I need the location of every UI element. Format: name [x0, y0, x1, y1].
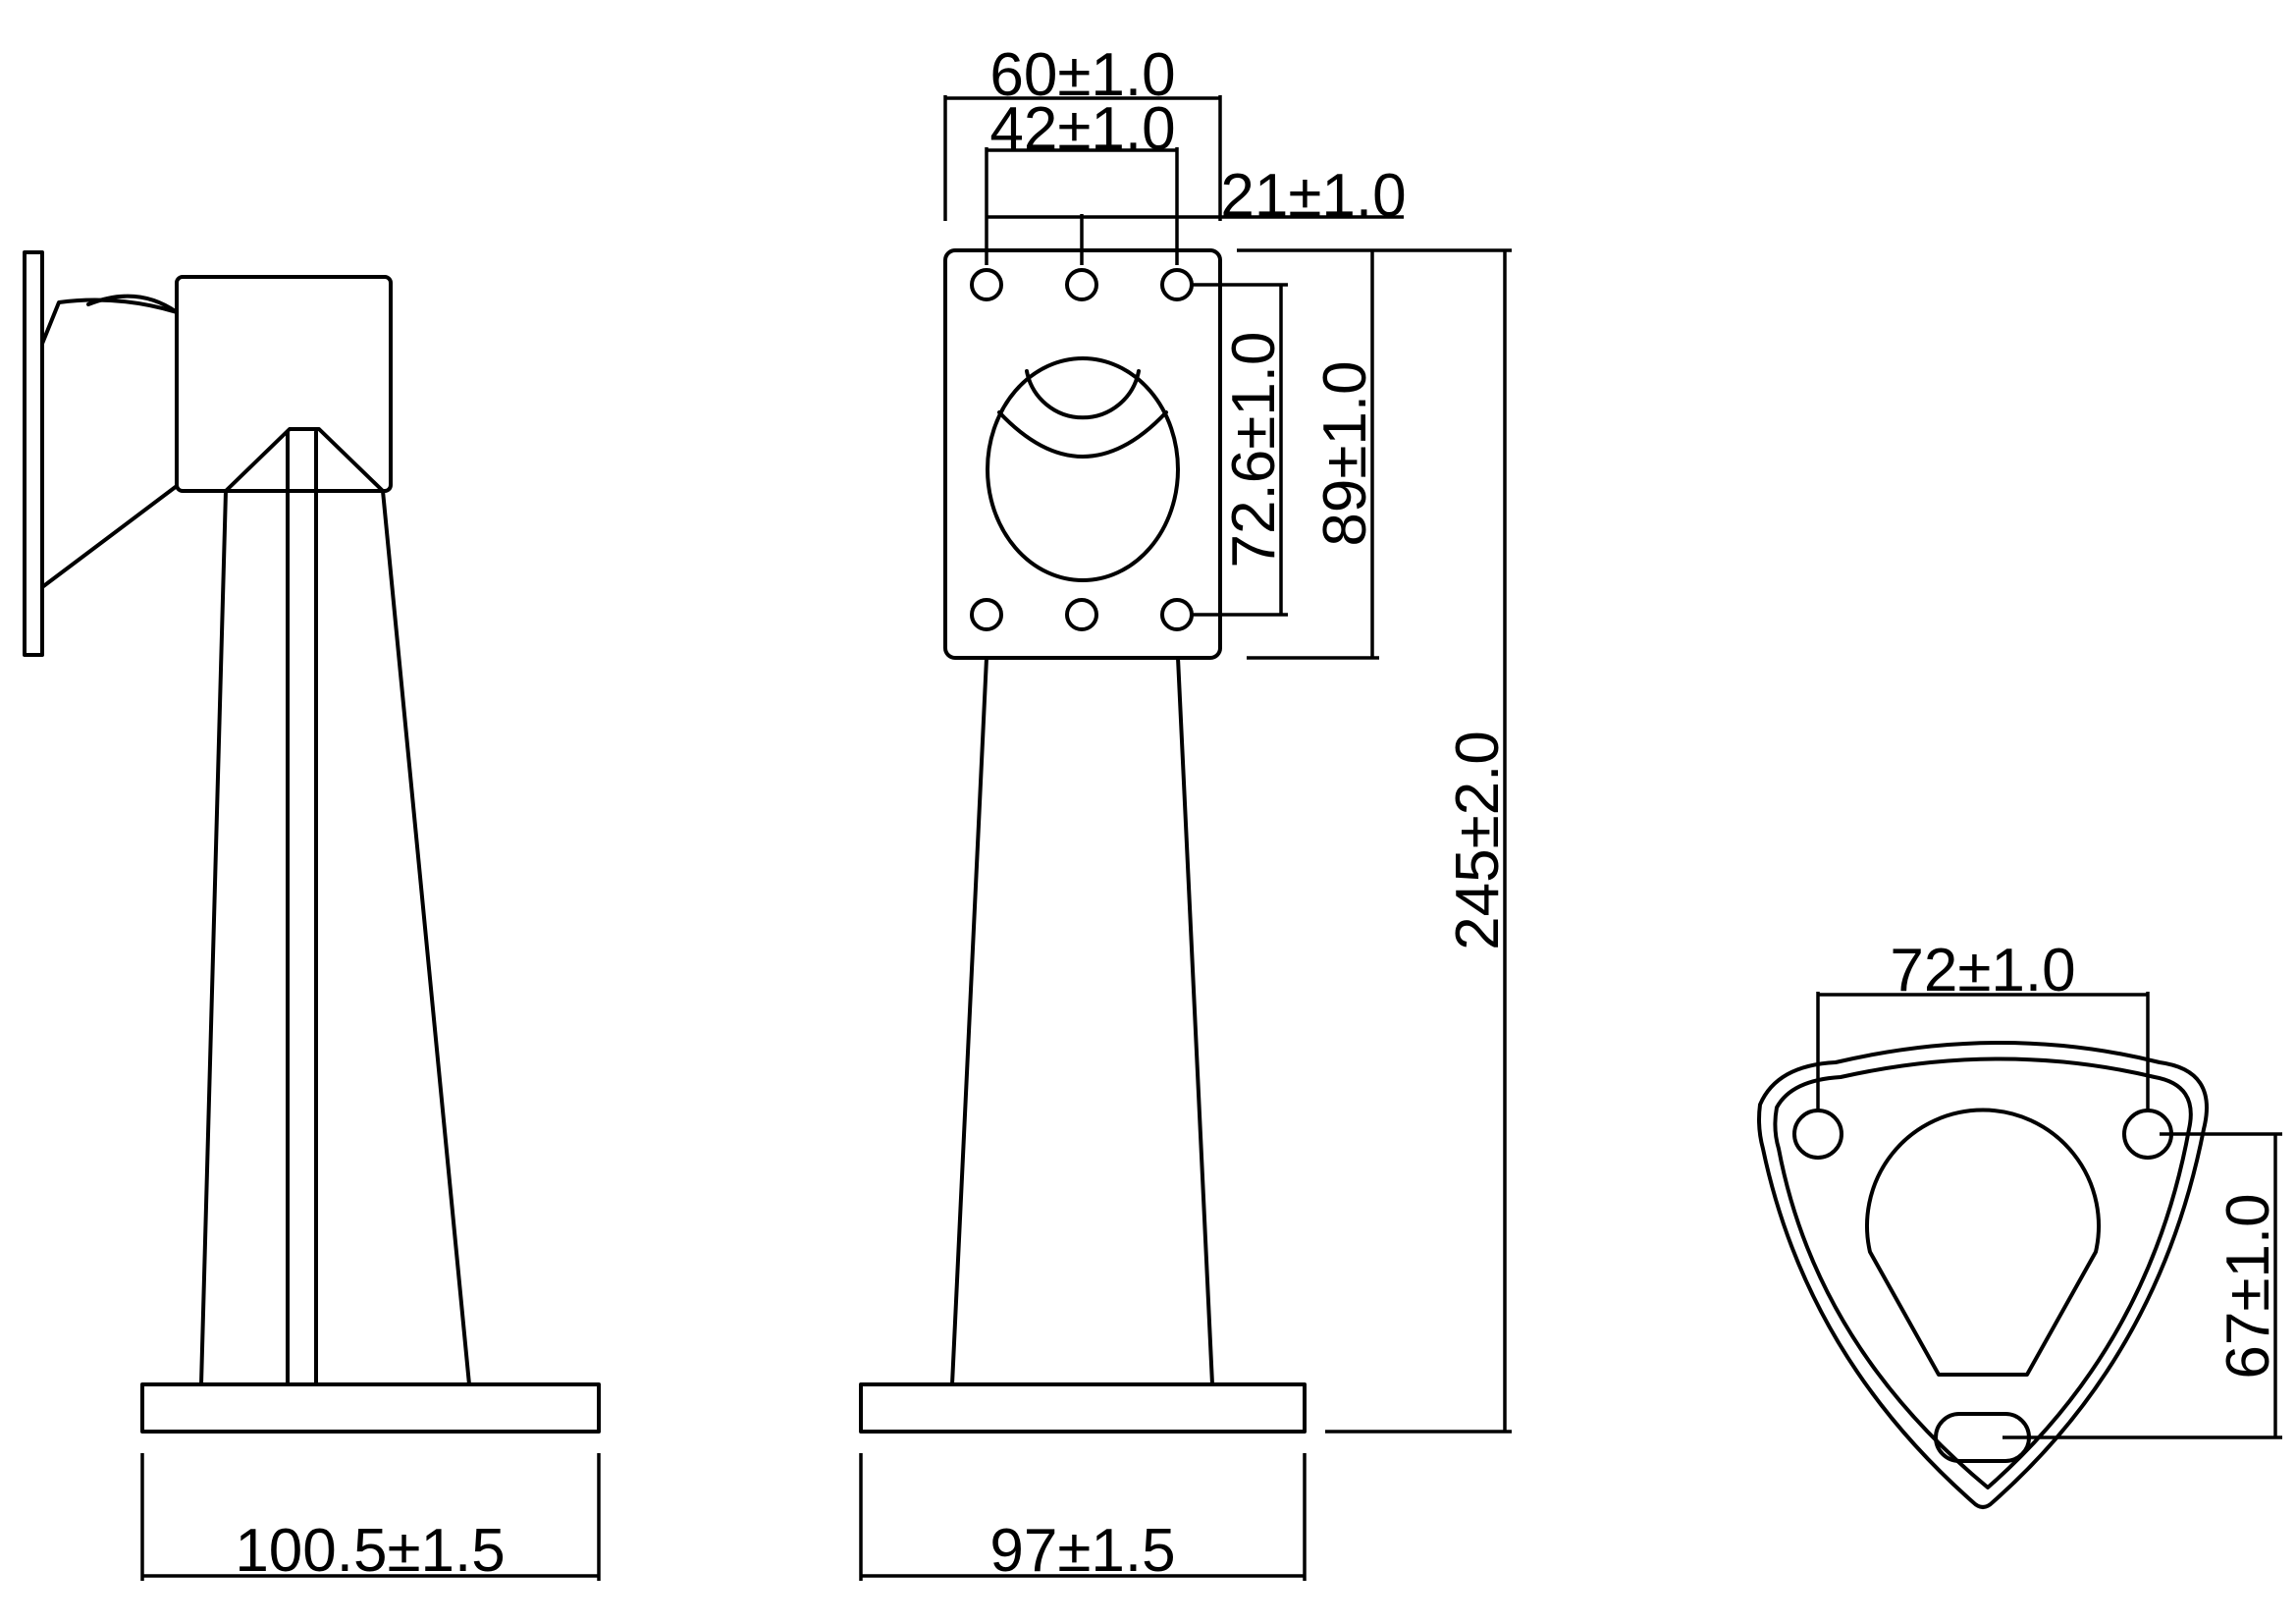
- dim-hole-spacing-outer: 42±1.0: [989, 95, 1175, 163]
- front-post-left-edge: [950, 656, 988, 1386]
- mount-hole: [1065, 268, 1098, 301]
- base-outer-outline: [1757, 1041, 2209, 1509]
- dim-plate-height: 89±1.0: [1311, 360, 1379, 546]
- arm-curve: [86, 294, 179, 314]
- front-base: [859, 1382, 1307, 1434]
- mount-hole: [1160, 598, 1194, 631]
- dim-front-base-width: 97±1.5: [989, 1517, 1175, 1585]
- dim-bottom-depth: 67±1.0: [2215, 1193, 2282, 1379]
- opening-inner-arc: [1025, 369, 1141, 420]
- neck: [224, 427, 385, 493]
- dim-bottom-hole-spacing: 72±1.0: [1890, 937, 2075, 1004]
- mount-hole: [1160, 268, 1194, 301]
- dimension-lines: [140, 95, 2282, 1581]
- dim-total-height: 245±2.0: [1444, 731, 1512, 950]
- base-cable-opening: [1865, 1108, 2101, 1377]
- base-hole: [1792, 1109, 1843, 1160]
- dim-hole-spacing-vertical: 72.6±1.0: [1220, 332, 1288, 568]
- front-view: [859, 248, 1307, 1434]
- opening-lower-arc: [997, 410, 1168, 459]
- dim-side-base-width: 100.5±1.5: [235, 1517, 505, 1585]
- side-base: [140, 1382, 601, 1434]
- mount-hole: [1065, 598, 1098, 631]
- mount-hole: [970, 598, 1003, 631]
- head-block: [175, 275, 393, 493]
- front-post-right-edge: [1176, 656, 1214, 1386]
- side-view: [23, 250, 601, 1434]
- center-opening: [986, 356, 1180, 582]
- post-right-edge: [381, 489, 471, 1386]
- post-left-edge: [199, 489, 228, 1386]
- dim-hole-spacing-inner: 21±1.0: [1220, 162, 1406, 230]
- base-inner-outline: [1773, 1056, 2193, 1489]
- arm-bracket: [40, 298, 179, 589]
- mount-hole: [970, 268, 1003, 301]
- dim-plate-width: 60±1.0: [989, 41, 1175, 109]
- wall-plate: [23, 250, 44, 657]
